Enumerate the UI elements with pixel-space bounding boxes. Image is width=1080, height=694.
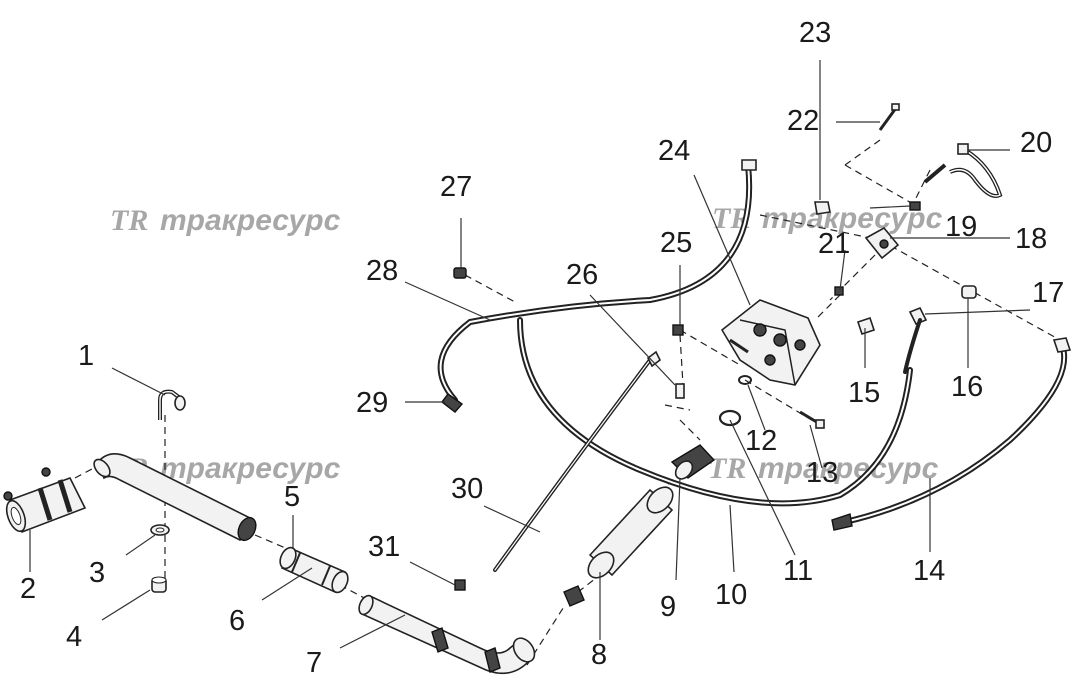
part-19-fitting <box>909 201 921 211</box>
part-4-nut <box>151 576 167 593</box>
leader-lines <box>29 60 1031 649</box>
watermark-text: тракресурс <box>758 452 939 485</box>
callout-4: 4 <box>66 621 82 653</box>
part-22-fitting <box>814 201 831 215</box>
callout-13: 13 <box>806 457 838 489</box>
part-12-washer <box>738 375 752 385</box>
callout-2: 2 <box>20 573 36 605</box>
watermark-4: TR тракресурс <box>708 452 939 485</box>
callout-30: 30 <box>451 473 483 505</box>
part-1-bracket-pin <box>158 389 186 420</box>
callout-28: 28 <box>366 255 398 287</box>
callout-3: 3 <box>89 557 105 589</box>
callout-26: 26 <box>566 259 598 291</box>
part-15-fitting <box>856 316 876 336</box>
callout-25: 25 <box>660 227 692 259</box>
callout-29: 29 <box>356 387 388 419</box>
callout-labels: 1 2 3 4 5 6 7 8 9 10 11 12 13 14 15 16 1… <box>20 17 1064 679</box>
part-intake-pipe <box>93 453 257 542</box>
callout-24: 24 <box>658 135 690 167</box>
callout-10: 10 <box>715 579 747 611</box>
hoses <box>437 159 1072 591</box>
watermark-text: тракресурс <box>160 452 341 485</box>
part-11-oring <box>718 409 742 427</box>
part-2-housing <box>3 467 87 534</box>
part-23-bolt <box>878 103 900 131</box>
callout-17: 17 <box>1032 277 1064 309</box>
part-13-bolt <box>799 410 825 429</box>
callout-12: 12 <box>745 425 777 457</box>
part-9-fitting <box>670 444 716 480</box>
callout-16: 16 <box>951 371 983 403</box>
part-8-canister <box>563 486 674 607</box>
callout-8: 8 <box>591 639 607 671</box>
part-20-bracket <box>923 143 1003 198</box>
callout-15: 15 <box>848 377 880 409</box>
part-3-washer <box>150 524 170 536</box>
part-25-fitting <box>672 324 684 336</box>
part-27-nut <box>453 267 467 279</box>
callout-23: 23 <box>799 17 831 49</box>
part-24-valve-block <box>720 299 821 386</box>
callout-21: 21 <box>818 228 850 260</box>
callout-20: 20 <box>1020 127 1052 159</box>
callout-22: 22 <box>787 105 819 137</box>
callout-1: 1 <box>78 340 94 372</box>
callout-19: 19 <box>945 211 977 243</box>
watermark-1: TR тракресурс <box>110 204 341 237</box>
part-26-fitting <box>675 383 685 399</box>
watermark-logo: TR <box>110 204 148 237</box>
watermark-text: тракресурс <box>160 204 341 237</box>
callout-5: 5 <box>284 481 300 513</box>
part-21-fitting <box>834 286 844 296</box>
callout-27: 27 <box>440 171 472 203</box>
callout-6: 6 <box>229 605 245 637</box>
callout-14: 14 <box>913 555 945 587</box>
callout-9: 9 <box>660 591 676 623</box>
callout-7: 7 <box>306 647 322 679</box>
watermark-logo: TR <box>708 452 746 485</box>
part-6-coupling <box>279 546 349 594</box>
callout-18: 18 <box>1015 223 1047 255</box>
callout-31: 31 <box>368 531 400 563</box>
part-18-block <box>864 226 900 260</box>
callout-11: 11 <box>783 555 813 587</box>
part-16-fitting <box>961 285 977 299</box>
part-7-pipe <box>358 594 536 675</box>
